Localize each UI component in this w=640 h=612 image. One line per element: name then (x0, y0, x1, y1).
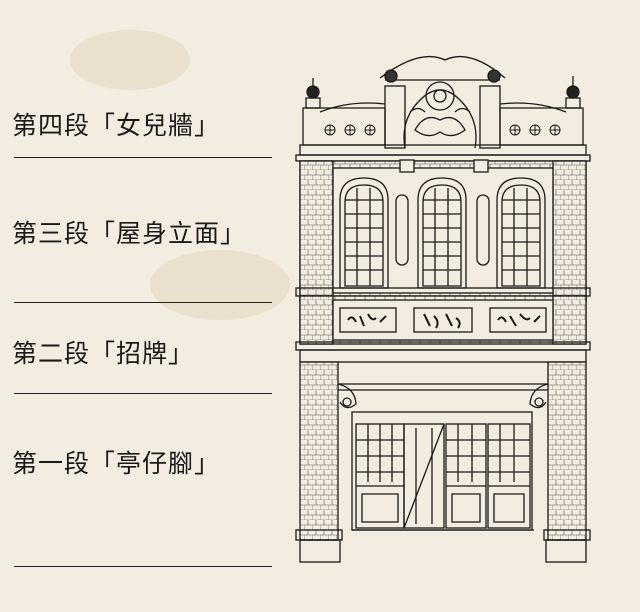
section-label-third: 第三段「屋身立面」 (12, 219, 247, 248)
arched-window (417, 177, 467, 289)
upper-facade-section (295, 159, 591, 302)
lattice-door (355, 423, 405, 529)
arcade-section (295, 361, 591, 563)
lattice-door (445, 423, 487, 529)
paper-stain (70, 30, 190, 90)
signboard-section (295, 295, 591, 363)
divider-line (14, 566, 272, 567)
arched-window (339, 177, 389, 289)
arched-window (496, 177, 546, 289)
section-label-second: 第二段「招牌」 (12, 339, 195, 368)
parapet-section (295, 56, 591, 162)
section-label-fourth: 第四段「女兒牆」 (12, 111, 221, 140)
lattice-door (487, 423, 531, 529)
divider-line (14, 393, 272, 394)
section-label-first: 第一段「亭仔腳」 (12, 449, 221, 478)
divider-line (14, 157, 272, 158)
lattice-door (403, 423, 445, 529)
divider-line (14, 302, 272, 303)
paper-stain (150, 250, 290, 320)
